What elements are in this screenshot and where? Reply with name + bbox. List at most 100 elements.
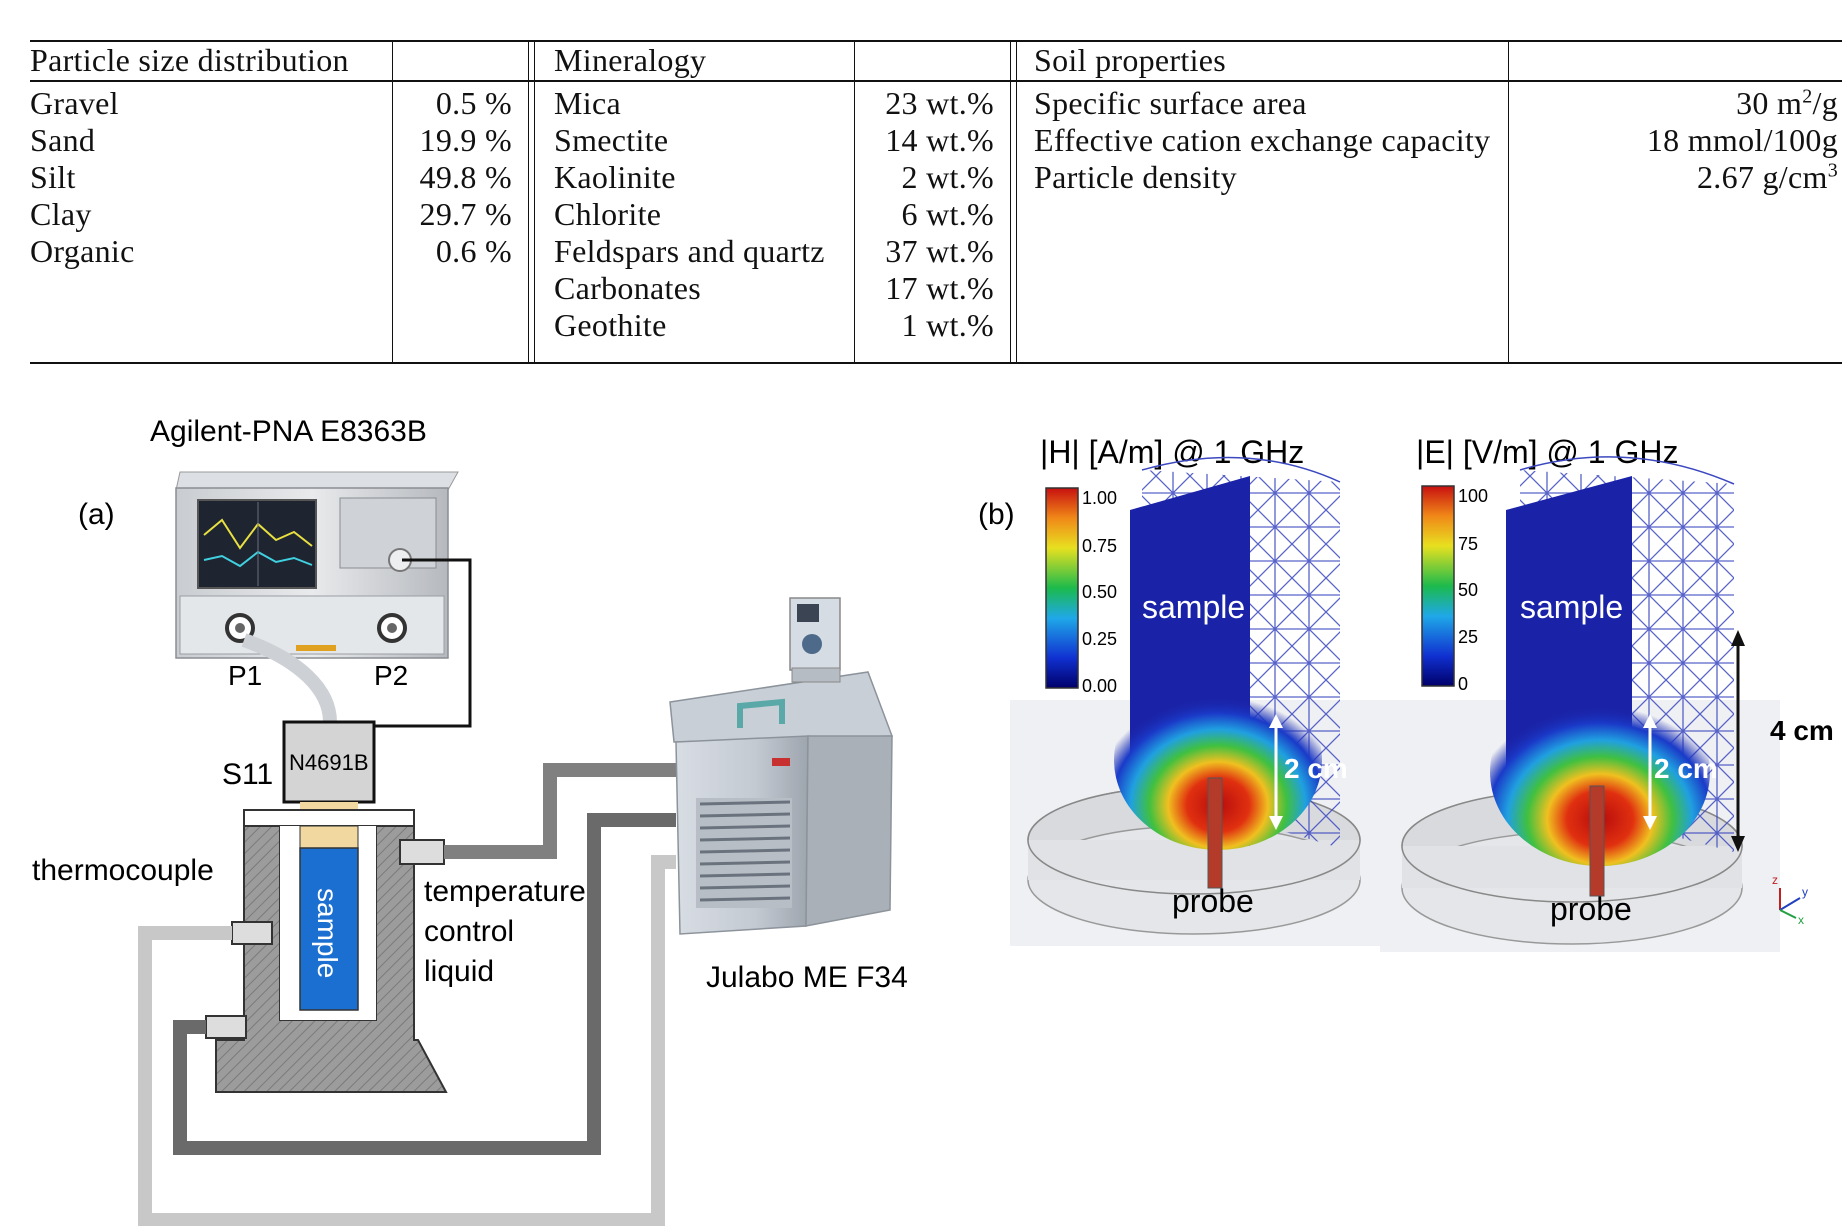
soil-value: 30 m2/g bbox=[1736, 85, 1838, 121]
e-dimension-label: 2 cm bbox=[1654, 753, 1718, 784]
chiller-name: Julabo ME F34 bbox=[706, 961, 908, 994]
liquid-label-line3: liquid bbox=[424, 955, 494, 988]
thermocouple-label: thermocouple bbox=[32, 854, 214, 887]
e-tick: 100 bbox=[1458, 486, 1488, 506]
mineral-value: 1 wt.% bbox=[901, 307, 994, 343]
h-arrow-head-down bbox=[1269, 816, 1283, 830]
h-tick: 0.50 bbox=[1082, 582, 1117, 602]
port-1-cable bbox=[241, 633, 337, 723]
h-arrow-head-up bbox=[1269, 714, 1283, 728]
group-divider bbox=[1010, 40, 1011, 363]
table-top-rule bbox=[30, 40, 1842, 42]
mineral-label: Chlorite bbox=[554, 196, 662, 232]
particle-label: Gravel bbox=[30, 85, 119, 121]
port-2-cable bbox=[372, 558, 472, 728]
soil-value: 2.67 g/cm3 bbox=[1697, 159, 1838, 195]
group-divider bbox=[534, 40, 535, 363]
group-divider bbox=[528, 40, 529, 363]
outlet-hose bbox=[173, 813, 676, 1155]
axis-z-label: z bbox=[1772, 873, 1778, 887]
h-tick: 0.00 bbox=[1082, 676, 1117, 696]
mineral-label: Geothite bbox=[554, 307, 667, 343]
e-tick: 25 bbox=[1458, 627, 1478, 647]
h-sample-label: sample bbox=[1142, 589, 1245, 625]
column-divider bbox=[854, 40, 855, 363]
soil-value: 18 mmol/100g bbox=[1646, 122, 1838, 158]
particle-value: 0.5 % bbox=[435, 85, 512, 121]
particle-label: Silt bbox=[30, 159, 76, 195]
network-analyzer bbox=[175, 471, 459, 659]
e-probe-label: probe bbox=[1550, 891, 1632, 927]
panel-a-label: (a) bbox=[78, 498, 115, 531]
h-probe-label: probe bbox=[1172, 883, 1254, 919]
soil-label: Particle density bbox=[1034, 159, 1237, 195]
liquid-label-line2: control bbox=[424, 915, 514, 948]
axis-x-label: x bbox=[1798, 913, 1804, 927]
outlet-fitting bbox=[205, 1015, 247, 1039]
liquid-label-line1: temperature bbox=[424, 875, 586, 908]
axis-triad-icon bbox=[1779, 888, 1801, 919]
h-tick: 0.25 bbox=[1082, 629, 1117, 649]
e-tick: 0 bbox=[1458, 674, 1468, 694]
mineral-value: 17 wt.% bbox=[885, 270, 994, 306]
axis-y-label: y bbox=[1802, 885, 1808, 899]
h-field-title: |H| [A/m] @ 1 GHz bbox=[1040, 434, 1304, 470]
e-field-title: |E| [V/m] @ 1 GHz bbox=[1416, 434, 1678, 470]
table-header-rule bbox=[30, 80, 1842, 82]
chiller-unit bbox=[669, 597, 894, 935]
h-dimension-label: 2 cm bbox=[1284, 753, 1348, 784]
particle-label: Organic bbox=[30, 233, 135, 269]
port-1-label: P1 bbox=[228, 660, 262, 691]
soil-properties-header: Soil properties bbox=[1034, 42, 1227, 78]
mineral-label: Carbonates bbox=[554, 270, 701, 306]
panel-b-label: (b) bbox=[978, 498, 1015, 531]
particle-value: 19.9 % bbox=[419, 122, 512, 158]
mineral-label: Kaolinite bbox=[554, 159, 676, 195]
e-arrow-head-up bbox=[1643, 714, 1657, 728]
particle-size-header: Particle size distribution bbox=[30, 42, 349, 78]
calibration-kit-label: N4691B bbox=[289, 750, 369, 775]
height-dimension-label: 4 cm bbox=[1770, 715, 1834, 746]
port-2-label: P2 bbox=[374, 660, 408, 691]
particle-value: 29.7 % bbox=[419, 196, 512, 232]
soil-label: Specific surface area bbox=[1034, 85, 1307, 121]
h-field-model bbox=[1010, 456, 1380, 946]
e-arrow-head-down bbox=[1643, 816, 1657, 830]
analyzer-name: Agilent-PNA E8363B bbox=[150, 415, 427, 448]
e-colorbar bbox=[1421, 485, 1455, 687]
column-divider bbox=[1508, 40, 1509, 363]
height-arrow-head-down bbox=[1731, 836, 1745, 852]
particle-label: Sand bbox=[30, 122, 96, 158]
particle-value: 0.6 % bbox=[435, 233, 512, 269]
h-tick: 0.75 bbox=[1082, 536, 1117, 556]
mineral-value: 14 wt.% bbox=[885, 122, 994, 158]
group-divider bbox=[1016, 40, 1017, 363]
mineral-label: Smectite bbox=[554, 122, 669, 158]
column-divider bbox=[392, 40, 393, 363]
height-arrow-head-up bbox=[1731, 630, 1745, 646]
soil-label: Effective cation exchange capacity bbox=[1034, 122, 1491, 158]
e-tick: 75 bbox=[1458, 534, 1478, 554]
mineral-label: Feldspars and quartz bbox=[554, 233, 825, 269]
sample-label-a: sample bbox=[312, 888, 343, 978]
mineral-label: Mica bbox=[554, 85, 621, 121]
mineral-value: 2 wt.% bbox=[901, 159, 994, 195]
e-sample-label: sample bbox=[1520, 589, 1623, 625]
mineralogy-header: Mineralogy bbox=[554, 42, 707, 78]
measurement-cell bbox=[215, 802, 448, 1093]
e-tick: 50 bbox=[1458, 580, 1478, 600]
s11-label: S11 bbox=[222, 758, 273, 791]
h-tick: 1.00 bbox=[1082, 488, 1117, 508]
mineral-value: 23 wt.% bbox=[885, 85, 994, 121]
inlet-hose bbox=[444, 763, 676, 859]
mineral-value: 6 wt.% bbox=[901, 196, 994, 232]
inlet-fitting bbox=[399, 839, 445, 865]
table-bottom-rule bbox=[30, 362, 1842, 364]
h-colorbar bbox=[1045, 487, 1079, 689]
thermocouple-cable bbox=[138, 855, 676, 1226]
mineral-value: 37 wt.% bbox=[885, 233, 994, 269]
thermocouple-fitting bbox=[231, 921, 273, 945]
particle-label: Clay bbox=[30, 196, 92, 232]
particle-value: 49.8 % bbox=[419, 159, 512, 195]
